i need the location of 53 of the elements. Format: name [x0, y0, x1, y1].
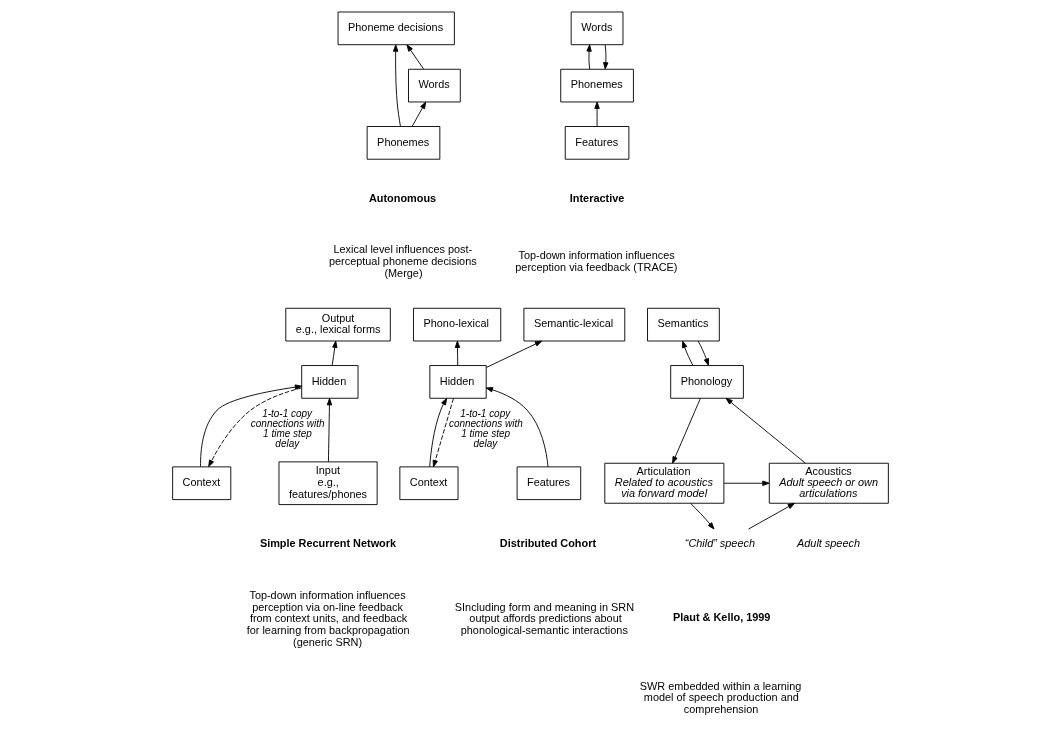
arrow — [326, 398, 332, 463]
label: Distributed Cohort — [499, 537, 596, 550]
label: Interactive — [569, 192, 624, 205]
node-box: Phono-lexical — [412, 307, 501, 342]
label: Plaut & Kello, 1999 — [672, 611, 770, 624]
arrow — [585, 44, 592, 70]
label: Adult speech — [796, 537, 860, 550]
edge-label: 1-to-1 copy connections with 1 time step delay — [448, 408, 523, 450]
arrow — [723, 480, 770, 486]
node-box: Context — [398, 466, 458, 501]
node-box: Hidden — [300, 365, 358, 399]
node-box: Features — [516, 466, 581, 501]
arrow — [747, 502, 795, 530]
node-box: Context — [171, 466, 231, 501]
node-box: Phonology — [669, 365, 744, 399]
arrow — [428, 397, 447, 468]
arrow — [725, 397, 806, 464]
node-box: Output e.g., lexical forms — [284, 307, 391, 342]
label: Autonomous — [368, 192, 436, 205]
arrow — [602, 44, 608, 70]
node-box: Semantics — [646, 307, 720, 342]
arrow — [432, 398, 454, 468]
arrow — [454, 340, 460, 366]
node-box: Semantic-lexical — [522, 307, 625, 342]
arrow — [593, 101, 600, 127]
node-box: Features — [564, 126, 629, 160]
node-box: Words — [570, 11, 623, 46]
arrow — [681, 340, 693, 366]
arrow — [406, 44, 424, 70]
arrow — [411, 101, 426, 127]
arrow — [331, 340, 337, 366]
node-box: Words — [407, 68, 461, 103]
label: Simple Recurrent Network — [259, 537, 396, 550]
label: Top-down information influences perception via feedback (TRACE) — [514, 249, 678, 274]
node-box: Phonemes — [559, 68, 634, 103]
arrow — [392, 44, 401, 127]
node-box: Acoustics Adult speech or own articulations — [768, 462, 889, 504]
edge-label: 1-to-1 copy connections with 1 time step delay — [250, 408, 325, 450]
node-box: Phonemes — [366, 126, 440, 160]
label: SIncluding form and meaning in SRN output affords predictions about phonological-semantic interactions — [454, 600, 634, 637]
node-box: Hidden — [428, 365, 487, 399]
arrow — [689, 502, 714, 530]
node-text: “Child” speech — [684, 537, 755, 550]
arrow — [697, 340, 709, 366]
label: SWR embedded within a learning model of speech production and comprehension — [639, 679, 801, 716]
label: Lexical level influences post-perceptual phoneme decisions (Merge) — [328, 243, 477, 280]
arrow — [485, 340, 542, 368]
node-box: Articulation Related to acoustics via forward model — [603, 462, 724, 504]
node-box: Phoneme decisions — [337, 11, 455, 46]
arrow — [671, 397, 701, 464]
arrow — [485, 387, 549, 468]
node-box: Input e.g., features/phones — [278, 461, 378, 506]
label: Top-down information influences perception via on-line feedback from context units, and feedback for learning from backpropagation (generic SRN) — [246, 588, 410, 649]
